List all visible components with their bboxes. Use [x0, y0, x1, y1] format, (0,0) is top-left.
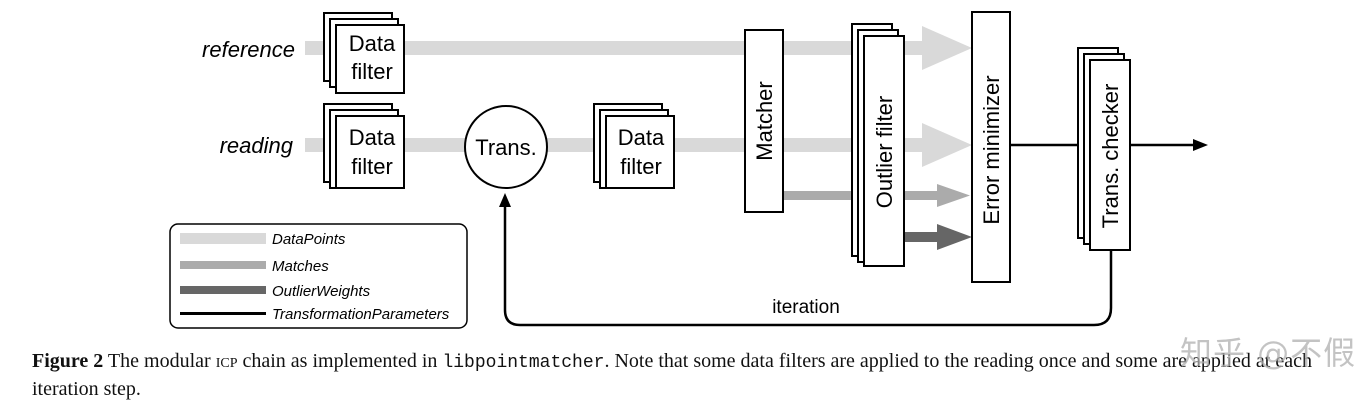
caption-library: libpointmatcher — [442, 353, 605, 373]
legend-label-matches: Matches — [272, 258, 329, 275]
data-filter-reading-line1: Data — [349, 125, 396, 150]
legend-item-matches: Matches — [180, 258, 329, 275]
outlier-weights-flow — [903, 224, 972, 250]
trans-checker-node: Trans. checker — [1077, 47, 1131, 251]
legend-swatch-outlierweights — [180, 286, 266, 294]
caption-text-3: . Note that some data filters are applie… — [32, 350, 1312, 400]
figure-label: Figure 2 — [32, 350, 104, 372]
transformation-label: Trans. — [475, 135, 537, 160]
data-filter-iteration-line2: filter — [620, 154, 662, 179]
iteration-label: iteration — [772, 297, 840, 318]
trans-checker-label: Trans. checker — [1098, 84, 1123, 229]
legend-item-datapoints: DataPoints — [180, 231, 346, 248]
reference-label: reference — [202, 37, 295, 62]
legend-label-datapoints: DataPoints — [272, 231, 346, 248]
error-minimizer-label: Error minimizer — [979, 75, 1004, 224]
data-filter-reference-line1: Data — [349, 31, 396, 56]
legend-swatch-transformationparameters — [180, 312, 266, 315]
data-filter-reference-line2: filter — [351, 59, 393, 84]
transformation-node: Trans. — [464, 105, 548, 189]
caption-text-2: chain as implemented in — [237, 350, 443, 372]
legend: DataPoints Matches OutlierWeights Transf… — [169, 223, 468, 329]
watermark: 知乎 @不假 — [1180, 334, 1357, 372]
data-filter-iteration: Data filter — [593, 103, 675, 189]
legend-item-transformationparameters: TransformationParameters — [180, 306, 450, 323]
error-minimizer-node: Error minimizer — [971, 11, 1011, 283]
data-filter-iteration-line1: Data — [618, 125, 665, 150]
icp-chain-diagram: reference reading Data filter Data filte… — [169, 11, 1208, 329]
outlier-filter-node: Outlier filter — [851, 23, 905, 267]
legend-swatch-datapoints — [180, 233, 266, 244]
caption-text-1: The modular — [103, 350, 216, 372]
outlier-filter-label: Outlier filter — [872, 96, 897, 208]
legend-label-outlierweights: OutlierWeights — [272, 283, 371, 300]
reading-label: reading — [220, 133, 294, 158]
data-filter-reading-line2: filter — [351, 154, 393, 179]
matcher-label: Matcher — [752, 81, 777, 160]
legend-label-transformationparameters: TransformationParameters — [272, 306, 450, 323]
data-filter-reading: Data filter — [323, 103, 405, 189]
caption-icp: icp — [215, 350, 238, 372]
legend-swatch-matches — [180, 261, 266, 269]
matcher-node: Matcher — [744, 29, 784, 213]
data-filter-reference: Data filter — [323, 12, 405, 94]
iteration-loop — [499, 193, 1113, 327]
figure-caption: Figure 2 The modular icp chain as implem… — [32, 348, 1342, 402]
legend-item-outlierweights: OutlierWeights — [180, 283, 371, 300]
